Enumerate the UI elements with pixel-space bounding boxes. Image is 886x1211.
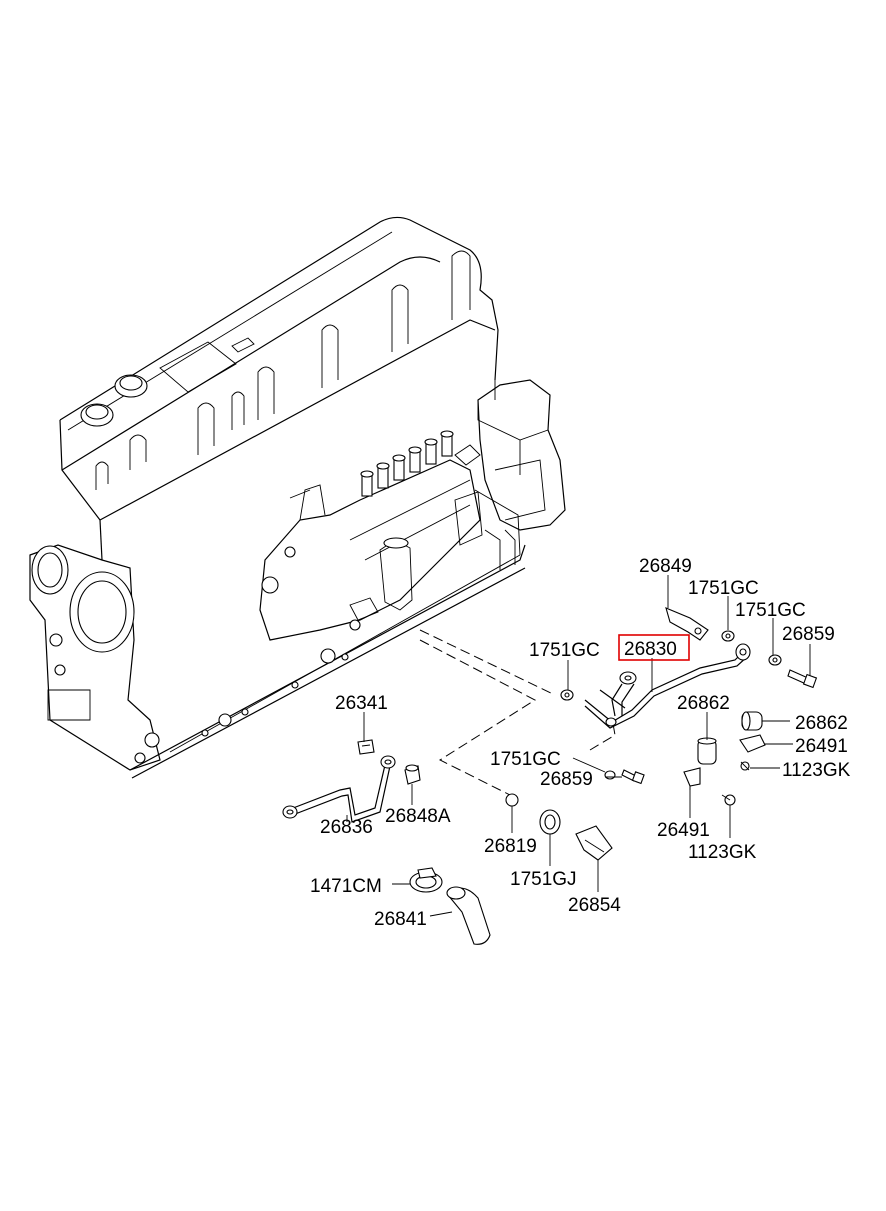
bolt-26341 xyxy=(357,739,375,755)
label-1751gc-c[interactable]: 1751GC xyxy=(529,640,600,661)
filter-housing xyxy=(477,379,566,531)
clip-26491-b xyxy=(683,767,701,787)
label-26862-b[interactable]: 26862 xyxy=(795,713,848,734)
label-26341[interactable]: 26341 xyxy=(335,693,388,714)
label-1751gc-b[interactable]: 1751GC xyxy=(735,600,806,621)
label-1751gc-d[interactable]: 1751GC xyxy=(490,749,561,770)
washer-1751gc-d xyxy=(604,770,616,780)
label-26854[interactable]: 26854 xyxy=(568,895,621,916)
label-26849[interactable]: 26849 xyxy=(639,556,692,577)
label-26848a[interactable]: 26848A xyxy=(385,806,451,827)
label-26859-b[interactable]: 26859 xyxy=(540,769,593,790)
label-26841[interactable]: 26841 xyxy=(374,909,427,930)
label-1471cm[interactable]: 1471CM xyxy=(310,876,382,897)
ball-26819 xyxy=(505,793,519,807)
engine-block xyxy=(29,216,566,779)
injector-nozzles xyxy=(360,430,454,497)
label-26862-a[interactable]: 26862 xyxy=(677,693,730,714)
leader-lines xyxy=(419,629,616,796)
part-labels: 26849 1751GC 1751GC 26859 1751GC 26830 2… xyxy=(310,556,851,930)
label-1123gk-b[interactable]: 1123GK xyxy=(688,842,757,863)
label-26836[interactable]: 26836 xyxy=(320,817,373,838)
highlight-box-26830 xyxy=(618,634,690,661)
injection-pump xyxy=(259,459,481,641)
plug-26854 xyxy=(575,825,613,861)
head-plate xyxy=(159,341,237,393)
label-26819[interactable]: 26819 xyxy=(484,836,537,857)
label-26859-a[interactable]: 26859 xyxy=(782,624,835,645)
callout-leaders xyxy=(346,575,811,917)
label-1123gk-a[interactable]: 1123GK xyxy=(782,760,851,781)
tube-26836 xyxy=(287,764,386,816)
clip-26491-a xyxy=(739,734,766,753)
label-26830[interactable]: 26830 xyxy=(624,639,677,660)
label-26491-a[interactable]: 26491 xyxy=(795,736,848,757)
label-1751gc-a[interactable]: 1751GC xyxy=(688,578,759,599)
label-1751gj[interactable]: 1751GJ xyxy=(510,869,577,890)
label-26491-b[interactable]: 26491 xyxy=(657,820,710,841)
